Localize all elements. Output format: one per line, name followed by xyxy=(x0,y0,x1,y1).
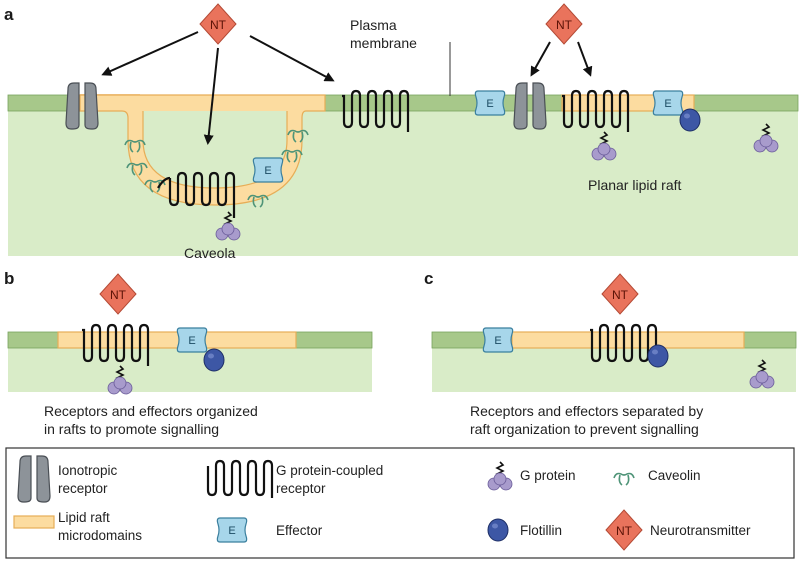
caveola-label: Caveola xyxy=(184,245,236,261)
panel-c-letter: c xyxy=(424,269,433,288)
nt-label: NT xyxy=(110,288,127,302)
legend-caveolin-label: Caveolin xyxy=(648,468,701,483)
legend-flotillin-label: Flotillin xyxy=(520,523,562,538)
panel-b-caption: in rafts to promote signalling xyxy=(44,421,219,437)
panel-b: b NT E Receptors and effectors organized… xyxy=(4,269,373,437)
legend-gprotein-label: G protein xyxy=(520,468,576,483)
membrane-label: membrane xyxy=(350,35,417,51)
lipid-raft-b xyxy=(57,331,297,349)
legend-neurotransmitter-label: Neurotransmitter xyxy=(650,523,751,538)
gpcr-icon xyxy=(206,459,274,498)
lipid-raft-swatch xyxy=(13,515,55,529)
effector-label: E xyxy=(494,335,501,347)
legend-ionotropic-label: Ionotropic xyxy=(58,463,118,478)
legend: Ionotropic receptor Lipid raft microdoma… xyxy=(5,447,795,559)
nt-label: NT xyxy=(556,18,573,32)
legend-box xyxy=(5,447,795,559)
membrane-label: Plasma xyxy=(350,17,397,33)
effector-label: E xyxy=(264,165,271,177)
nt-symbol: NT xyxy=(616,524,633,538)
panel-c-caption: Receptors and effectors separated by xyxy=(470,403,703,419)
effector-label: E xyxy=(664,98,671,110)
flotillin-icon xyxy=(647,344,669,368)
panel-a-letter: a xyxy=(4,5,14,24)
effector-label: E xyxy=(486,98,493,110)
panel-a: a E E xyxy=(4,3,799,261)
legend-effector-label: Effector xyxy=(276,523,323,538)
legend-raft-label: Lipid raft xyxy=(58,510,110,525)
flotillin-icon xyxy=(679,108,701,132)
gpcr-icon xyxy=(157,171,236,218)
panel-c-caption: raft organization to prevent signalling xyxy=(470,421,699,437)
legend-gpcr-label: G protein-coupled xyxy=(276,463,383,478)
legend-gpcr-label: receptor xyxy=(276,481,326,496)
panel-b-caption: Receptors and effectors organized xyxy=(44,403,258,419)
effector-symbol: E xyxy=(228,525,235,537)
nt-label: NT xyxy=(210,18,227,32)
legend-ionotropic-label: receptor xyxy=(58,481,108,496)
nt-label: NT xyxy=(612,288,629,302)
planar-raft-label: Planar lipid raft xyxy=(588,177,681,193)
panel-b-letter: b xyxy=(4,269,14,288)
lipid-raft-c xyxy=(511,331,745,349)
flotillin-icon xyxy=(203,348,225,372)
panel-c: c NT E Receptors and effectors separated… xyxy=(424,269,797,437)
effector-label: E xyxy=(188,335,195,347)
legend-raft-label: microdomains xyxy=(58,528,142,543)
flotillin-icon xyxy=(487,518,509,542)
